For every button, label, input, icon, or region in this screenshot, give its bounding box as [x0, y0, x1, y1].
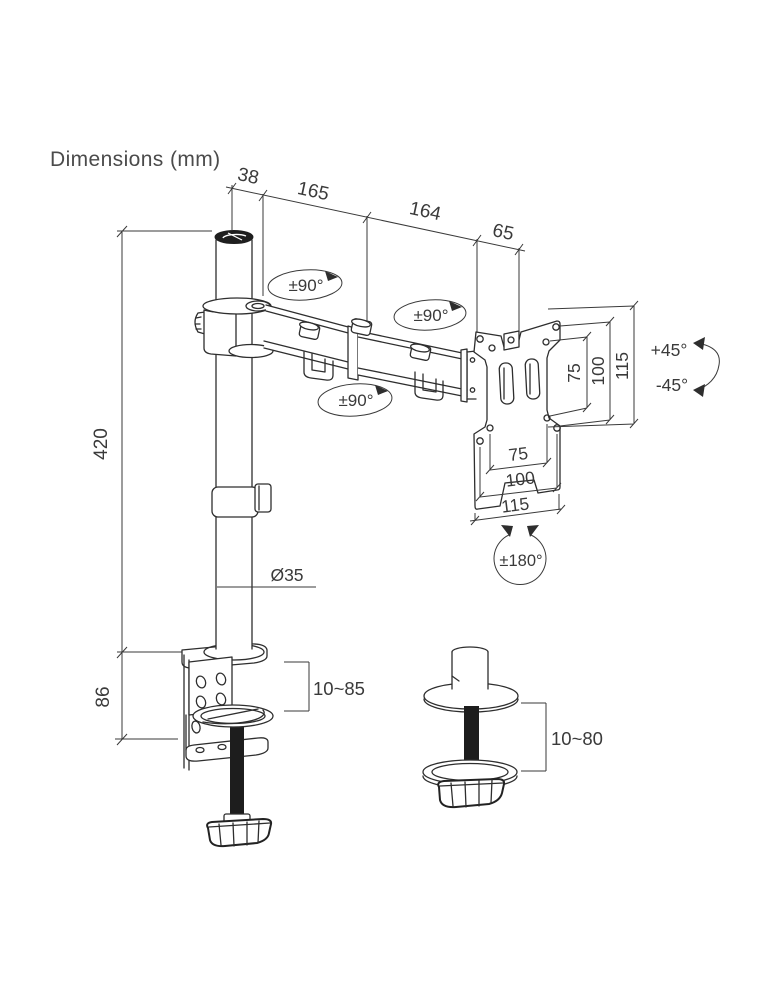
- arm-end-bracket: [460, 348, 477, 403]
- grommet-range-dim: [521, 702, 547, 772]
- vesa-v75-label: 75: [564, 363, 584, 382]
- tilt-up-label: +45°: [651, 340, 688, 360]
- swivel-base-symbol: [267, 269, 343, 301]
- dim-420-label: 420: [91, 428, 112, 460]
- rotate-180-symbol: [493, 525, 547, 586]
- vesa-hole-100-br: [553, 424, 561, 432]
- arm: [263, 304, 477, 403]
- grommet-screw-rod: [464, 706, 479, 768]
- clamp-screw-rod: [230, 718, 244, 817]
- rotate-180-label: ±180°: [499, 552, 542, 570]
- swivel-mid-label: ±90°: [413, 306, 448, 325]
- clamp-range-label: 10~85: [313, 678, 365, 699]
- tilt-down-label: -45°: [656, 375, 688, 395]
- vesa-h115-label: 115: [500, 493, 530, 516]
- vesa-vertical-dims: [547, 300, 639, 429]
- vesa-slot-left: [498, 362, 515, 405]
- arm-cable-clip-top-2: [409, 343, 432, 362]
- vesa-h100-label: 100: [505, 467, 537, 490]
- dim-165-label: 165: [295, 178, 330, 205]
- dim-164-label: 164: [407, 198, 443, 225]
- dim-65-label: 65: [491, 220, 516, 245]
- swivel-mid-symbol: [393, 299, 467, 331]
- vesa-slot-right: [524, 358, 541, 400]
- vesa-hole-75-tl: [488, 344, 496, 352]
- tilt-arc: [693, 337, 720, 397]
- top-dimension-chain: [225, 182, 526, 345]
- page-title: Dimensions (mm): [50, 148, 221, 171]
- vesa-hole-75-tr: [542, 338, 550, 346]
- grommet-mount: [422, 646, 519, 809]
- vesa-hole-100-tl: [476, 335, 484, 343]
- dim-86-label: 86: [93, 686, 114, 707]
- arm-cable-clip-mid: [350, 318, 373, 337]
- swivel-base-label: ±90°: [288, 276, 323, 295]
- vesa-v115-label: 115: [612, 352, 632, 380]
- swivel-end-symbol: [317, 383, 393, 417]
- swivel-end-label: ±90°: [338, 391, 373, 410]
- arm-cable-clip-top-1: [298, 321, 321, 341]
- arm-cable-hook-1: [303, 351, 334, 381]
- grommet-range-label: 10~80: [551, 728, 603, 749]
- arm-cable-hook-2: [414, 371, 444, 401]
- vesa-hole-75-br: [543, 414, 551, 422]
- pole: [211, 230, 272, 650]
- vesa-hole-75-bl: [486, 424, 494, 432]
- grommet-knob: [437, 778, 506, 809]
- vesa-hole-100-bl: [476, 437, 484, 445]
- vesa-h75-label: 75: [507, 443, 529, 465]
- vesa-horizontal-dims: [469, 424, 566, 526]
- vesa-v100-label: 100: [588, 356, 608, 385]
- vesa-hole-100-tr: [552, 323, 560, 331]
- desk-clamp: [181, 643, 274, 848]
- left-dimension-chain: [115, 225, 212, 746]
- dim-38-label: 38: [236, 164, 261, 189]
- pole-top-cap: [214, 230, 254, 244]
- dim-pole-diameter-label: Ø35: [270, 565, 303, 585]
- clamp-range-dim: [284, 661, 310, 712]
- vesa-plate: [473, 320, 561, 510]
- plate-mount-tab: [503, 330, 520, 351]
- pole-cable-clip: [211, 486, 259, 518]
- arm-pole-joint: [194, 297, 274, 359]
